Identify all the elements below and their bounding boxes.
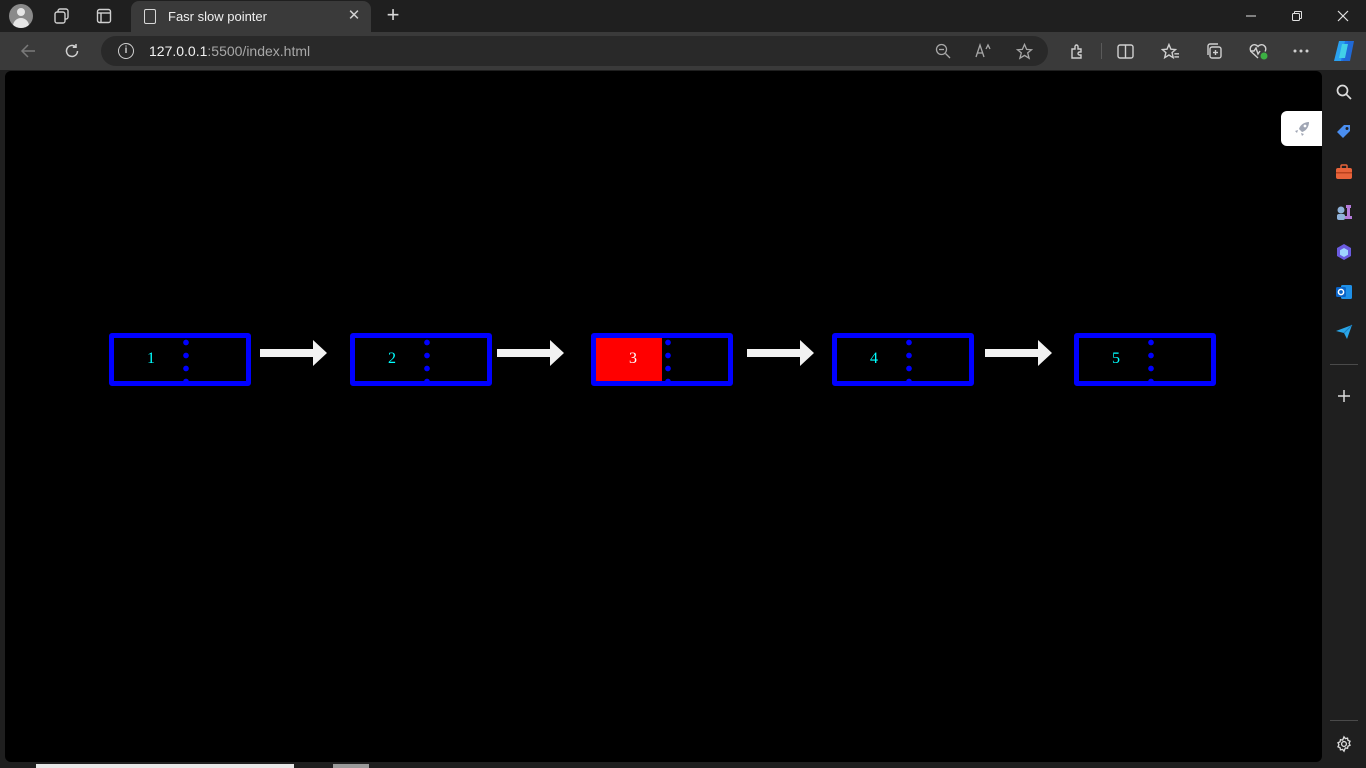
next-arrow-icon bbox=[747, 340, 814, 366]
back-button[interactable] bbox=[14, 37, 42, 65]
page-viewport: 1 2 3 4 5 bbox=[5, 71, 1322, 762]
address-bar[interactable]: i 127.0.0.1:5500/index.html bbox=[101, 36, 1048, 66]
tab-title: Fasr slow pointer bbox=[168, 9, 267, 24]
browser-essentials-icon[interactable] bbox=[1244, 37, 1272, 65]
more-menu-icon[interactable] bbox=[1287, 37, 1315, 65]
next-arrow-icon bbox=[497, 340, 564, 366]
node-pointer-divider bbox=[906, 338, 912, 381]
node-data-highlighted bbox=[596, 338, 662, 381]
node-value: 5 bbox=[1112, 350, 1120, 367]
refresh-button[interactable] bbox=[58, 37, 86, 65]
node-pointer-divider bbox=[665, 338, 671, 381]
taskbar-indicator bbox=[333, 764, 369, 768]
outlook-icon[interactable] bbox=[1334, 282, 1354, 302]
url-text: 127.0.0.1:5500/index.html bbox=[149, 43, 311, 59]
restore-button[interactable] bbox=[1274, 0, 1320, 32]
taskbar-indicator bbox=[36, 764, 294, 768]
sidebar-separator bbox=[1330, 720, 1358, 721]
document-icon bbox=[144, 9, 156, 24]
add-icon[interactable] bbox=[1334, 386, 1354, 406]
new-tab-button[interactable]: + bbox=[386, 2, 400, 27]
list-node: 2 bbox=[350, 333, 492, 386]
games-icon[interactable] bbox=[1334, 202, 1354, 222]
favorites-icon[interactable] bbox=[1156, 37, 1184, 65]
tab-active[interactable]: Fasr slow pointer ✕ bbox=[131, 1, 371, 32]
sidebar-separator bbox=[1330, 364, 1358, 365]
collections-icon[interactable] bbox=[1200, 37, 1228, 65]
node-value: 4 bbox=[870, 350, 878, 367]
drop-rocket-button[interactable] bbox=[1281, 111, 1322, 146]
site-info-icon[interactable]: i bbox=[118, 43, 134, 59]
node-value: 2 bbox=[388, 350, 396, 367]
zoom-out-icon[interactable] bbox=[933, 41, 953, 61]
tab-close-icon[interactable]: ✕ bbox=[347, 7, 361, 24]
node-pointer-divider bbox=[424, 338, 430, 381]
workspaces-icon[interactable] bbox=[49, 4, 75, 28]
node-value: 1 bbox=[147, 350, 155, 367]
title-bar: Fasr slow pointer ✕ + bbox=[0, 0, 1366, 32]
minimize-button[interactable] bbox=[1228, 0, 1274, 32]
next-arrow-icon bbox=[985, 340, 1052, 366]
copilot-icon[interactable] bbox=[1334, 242, 1354, 262]
tag-icon[interactable] bbox=[1334, 122, 1354, 142]
search-icon[interactable] bbox=[1334, 82, 1354, 102]
close-window-button[interactable] bbox=[1320, 0, 1366, 32]
list-node: 5 bbox=[1074, 333, 1216, 386]
toolbar-separator bbox=[1101, 43, 1102, 59]
send-icon[interactable] bbox=[1334, 322, 1354, 342]
node-value: 3 bbox=[629, 350, 637, 367]
rocket-icon bbox=[1294, 121, 1309, 136]
extensions-icon[interactable] bbox=[1063, 37, 1091, 65]
node-pointer-divider bbox=[1148, 338, 1154, 381]
favorite-star-icon[interactable] bbox=[1014, 41, 1034, 61]
profile-avatar[interactable] bbox=[9, 4, 33, 28]
node-pointer-divider bbox=[183, 338, 189, 381]
toolbox-icon[interactable] bbox=[1334, 162, 1354, 182]
read-aloud-icon[interactable] bbox=[974, 41, 994, 61]
settings-icon[interactable] bbox=[1334, 734, 1354, 754]
list-node: 3 bbox=[591, 333, 733, 386]
edge-sidebar bbox=[1322, 70, 1366, 768]
next-arrow-icon bbox=[260, 340, 327, 366]
tab-actions-icon[interactable] bbox=[91, 4, 117, 28]
list-node: 1 bbox=[109, 333, 251, 386]
list-node: 4 bbox=[832, 333, 974, 386]
split-screen-icon[interactable] bbox=[1111, 37, 1139, 65]
navigation-toolbar: i 127.0.0.1:5500/index.html bbox=[0, 32, 1366, 70]
copilot-button[interactable] bbox=[1329, 37, 1359, 65]
